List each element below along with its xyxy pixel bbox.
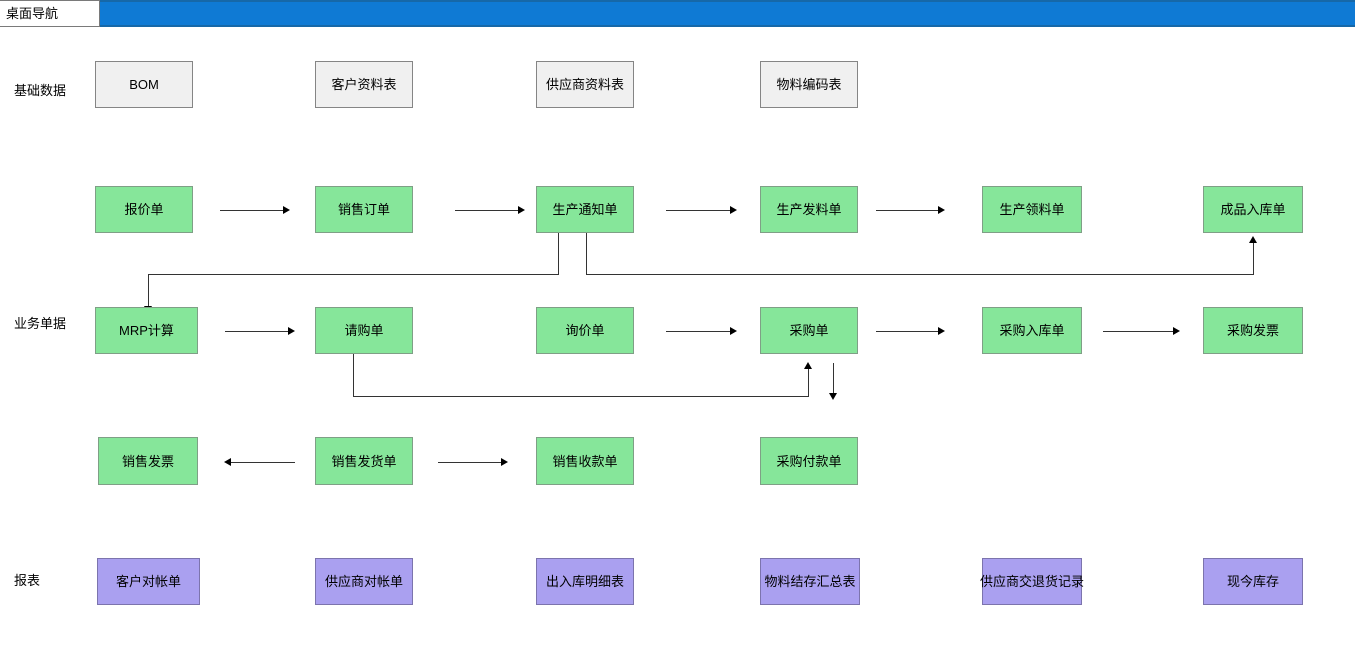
arrow-mrp-to-requisition-head — [288, 327, 295, 335]
arrow-production-notice-to-issue-order-line — [666, 210, 732, 211]
connector-production-notice-to-mrp-seg2 — [148, 274, 559, 275]
node-purchase-receipt[interactable]: 采购入库单 — [982, 307, 1082, 354]
flow-diagram-canvas: 基础数据 业务单据 报表 BOM 客户资料表 供应商资料表 物料编码表 报价单 … — [0, 27, 1355, 663]
connector-production-notice-to-finished-goods-seg2 — [586, 274, 1254, 275]
connector-requisition-to-purchase-order-seg3 — [808, 368, 809, 397]
arrow-receipt-to-invoice-line — [1103, 331, 1175, 332]
node-inquiry-sheet[interactable]: 询价单 — [536, 307, 634, 354]
node-purchase-invoice[interactable]: 采购发票 — [1203, 307, 1303, 354]
arrow-purchase-order-to-receipt-head — [938, 327, 945, 335]
arrow-delivery-to-receipt-voucher-line — [438, 462, 503, 463]
node-sales-order[interactable]: 销售订单 — [315, 186, 413, 233]
node-production-requisition-order[interactable]: 生产领料单 — [982, 186, 1082, 233]
section-label-business-documents: 业务单据 — [14, 316, 67, 331]
tab-desktop-navigation-label: 桌面导航 — [6, 6, 59, 21]
node-supplier-delivery-return-record[interactable]: 供应商交退货记录 — [980, 558, 1084, 605]
connector-production-notice-to-finished-goods-head — [1249, 236, 1257, 243]
node-sales-invoice[interactable]: 销售发票 — [98, 437, 198, 485]
connector-purchase-order-downward-head — [829, 393, 837, 400]
connector-production-notice-to-finished-goods-seg1 — [586, 233, 587, 274]
tab-strip: 桌面导航 — [0, 0, 1355, 27]
node-purchase-payment-voucher[interactable]: 采购付款单 — [760, 437, 858, 485]
arrow-issue-order-to-requisition-order-line — [876, 210, 940, 211]
connector-production-notice-to-mrp-seg3 — [148, 274, 149, 309]
arrow-issue-order-to-requisition-order-head — [938, 206, 945, 214]
arrow-delivery-to-sales-invoice-head — [224, 458, 231, 466]
connector-requisition-to-purchase-order-seg2 — [353, 396, 809, 397]
arrow-quotation-to-sales-order-head — [283, 206, 290, 214]
node-inbound-outbound-detail[interactable]: 出入库明细表 — [536, 558, 634, 605]
title-bar-blue — [0, 0, 1355, 27]
node-purchase-order[interactable]: 采购单 — [760, 307, 858, 354]
arrow-delivery-to-receipt-voucher-head — [501, 458, 508, 466]
section-label-base-data: 基础数据 — [14, 83, 67, 98]
arrow-sales-order-to-production-notice-line — [455, 210, 520, 211]
connector-purchase-order-downward-line — [833, 363, 834, 395]
arrow-delivery-to-sales-invoice-line — [229, 462, 295, 463]
node-finished-goods-receipt[interactable]: 成品入库单 — [1203, 186, 1303, 233]
connector-production-notice-to-mrp-seg1 — [558, 233, 559, 274]
arrow-inquiry-to-purchase-order-line — [666, 331, 732, 332]
section-label-reports: 报表 — [14, 573, 41, 588]
node-production-issue-order[interactable]: 生产发料单 — [760, 186, 858, 233]
node-customer-profile-table[interactable]: 客户资料表 — [315, 61, 413, 108]
arrow-mrp-to-requisition-line — [225, 331, 290, 332]
node-quotation[interactable]: 报价单 — [95, 186, 193, 233]
arrow-quotation-to-sales-order-line — [220, 210, 285, 211]
node-purchase-requisition[interactable]: 请购单 — [315, 307, 413, 354]
arrow-sales-order-to-production-notice-head — [518, 206, 525, 214]
node-sales-delivery-note[interactable]: 销售发货单 — [315, 437, 413, 485]
arrow-purchase-order-to-receipt-line — [876, 331, 940, 332]
node-material-code-table[interactable]: 物料编码表 — [760, 61, 858, 108]
node-current-inventory[interactable]: 现今库存 — [1203, 558, 1303, 605]
node-sales-receipt-voucher[interactable]: 销售收款单 — [536, 437, 634, 485]
node-customer-statement[interactable]: 客户对帐单 — [97, 558, 200, 605]
node-supplier-profile-table[interactable]: 供应商资料表 — [536, 61, 634, 108]
node-mrp-calculation[interactable]: MRP计算 — [95, 307, 198, 354]
arrow-receipt-to-invoice-head — [1173, 327, 1180, 335]
node-bom[interactable]: BOM — [95, 61, 193, 108]
connector-requisition-to-purchase-order-seg1 — [353, 354, 354, 396]
node-production-notice[interactable]: 生产通知单 — [536, 186, 634, 233]
arrow-inquiry-to-purchase-order-head — [730, 327, 737, 335]
tab-desktop-navigation[interactable]: 桌面导航 — [0, 0, 100, 27]
node-supplier-statement[interactable]: 供应商对帐单 — [315, 558, 413, 605]
connector-requisition-to-purchase-order-head — [804, 362, 812, 369]
node-material-balance-summary[interactable]: 物料结存汇总表 — [760, 558, 860, 605]
connector-production-notice-to-finished-goods-seg3 — [1253, 242, 1254, 275]
arrow-production-notice-to-issue-order-head — [730, 206, 737, 214]
